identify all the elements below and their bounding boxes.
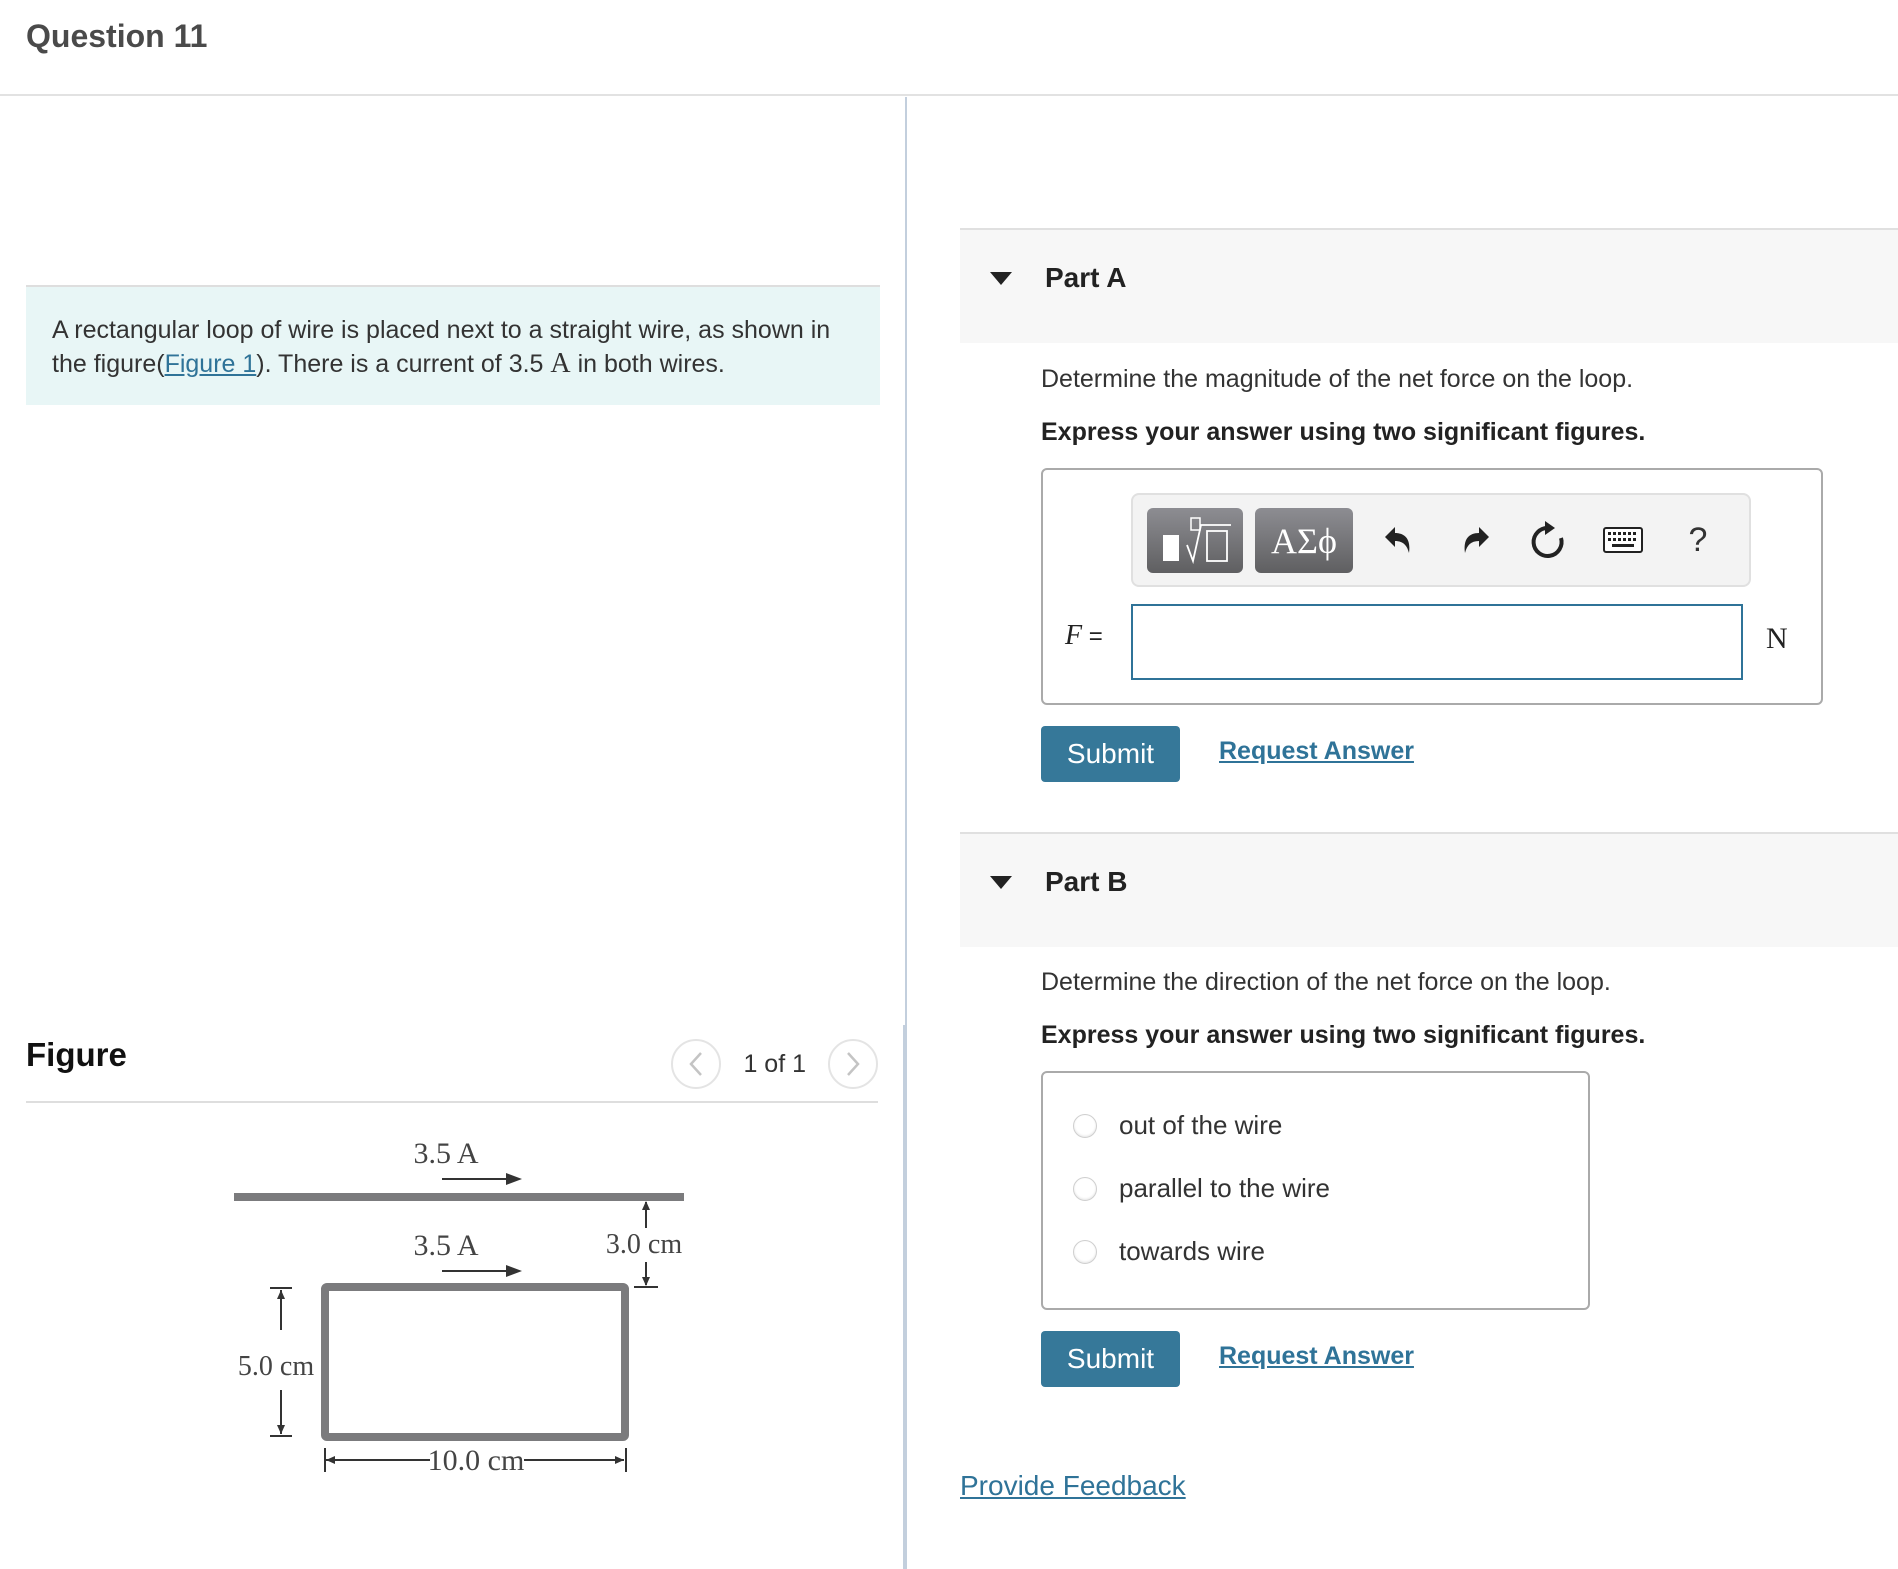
part-b-request-answer-link[interactable]: Request Answer bbox=[1219, 1342, 1414, 1370]
problem-text-3: in both wires. bbox=[570, 350, 725, 378]
part-b-header[interactable]: Part B bbox=[960, 832, 1898, 947]
variable-label: F = bbox=[1065, 620, 1103, 651]
unit-label: N bbox=[1766, 622, 1788, 655]
problem-statement: A rectangular loop of wire is placed nex… bbox=[26, 285, 880, 405]
part-b-prompt: Determine the direction of the net force… bbox=[1041, 968, 1611, 996]
math-toolbar: ΑΣϕ ? bbox=[1131, 493, 1751, 587]
wire-current-label: 3.5 A bbox=[413, 1137, 478, 1170]
loop-current-label: 3.5 A bbox=[413, 1229, 478, 1262]
part-a-title: Part A bbox=[1045, 262, 1127, 293]
part-b-submit-button[interactable]: Submit bbox=[1041, 1331, 1180, 1387]
radio-button[interactable] bbox=[1073, 1239, 1097, 1264]
direction-options: out of the wire parallel to the wire tow… bbox=[1041, 1071, 1590, 1310]
option-out-of-wire[interactable]: out of the wire bbox=[1073, 1110, 1282, 1141]
undo-icon bbox=[1385, 527, 1410, 553]
figure-count: 1 of 1 bbox=[743, 1049, 806, 1078]
caret-down-icon bbox=[990, 272, 1012, 285]
caret-down-icon bbox=[990, 876, 1012, 889]
redo-button[interactable] bbox=[1451, 515, 1501, 565]
radio-button[interactable] bbox=[1073, 1113, 1097, 1138]
undo-button[interactable] bbox=[1373, 515, 1423, 565]
answer-box: ΑΣϕ ? F = N bbox=[1041, 468, 1823, 705]
answer-input[interactable] bbox=[1131, 604, 1743, 680]
current-unit: A bbox=[550, 348, 571, 379]
redo-icon bbox=[1464, 527, 1489, 553]
width-label: 10.0 cm bbox=[428, 1444, 525, 1477]
option-parallel-to-wire[interactable]: parallel to the wire bbox=[1073, 1173, 1330, 1204]
chevron-left-icon bbox=[689, 1052, 703, 1076]
part-b-title: Part B bbox=[1045, 866, 1128, 897]
figure-header: Figure 1 of 1 bbox=[26, 1030, 878, 1103]
figure-title: Figure bbox=[26, 1036, 127, 1073]
help-button[interactable]: ? bbox=[1688, 520, 1708, 559]
panel-divider-lower[interactable] bbox=[903, 1025, 907, 1569]
figure-link[interactable]: Figure 1 bbox=[164, 350, 257, 378]
templates-button[interactable] bbox=[1147, 508, 1243, 573]
question-header: Question 11 bbox=[0, 0, 1898, 96]
figure-pager: 1 of 1 bbox=[671, 1039, 878, 1089]
part-a-header[interactable]: Part A bbox=[960, 228, 1898, 343]
figure-diagram: 3.5 A 3.5 A 3.0 cm 5.0 cm 10.0 cm bbox=[234, 1137, 684, 1477]
figure-prev-button[interactable] bbox=[671, 1039, 722, 1089]
reset-icon bbox=[1531, 521, 1564, 558]
part-a-prompt: Determine the magnitude of the net force… bbox=[1041, 365, 1634, 393]
provide-feedback-link[interactable]: Provide Feedback bbox=[960, 1470, 1186, 1501]
radio-button[interactable] bbox=[1073, 1176, 1097, 1201]
part-a-instruction: Express your answer using two significan… bbox=[1041, 418, 1646, 446]
question-title: Question 11 bbox=[26, 18, 208, 54]
part-b-instruction: Express your answer using two significan… bbox=[1041, 1021, 1646, 1049]
panel-divider[interactable] bbox=[905, 97, 907, 1569]
keyboard-icon bbox=[1603, 527, 1643, 553]
figure-next-button[interactable] bbox=[828, 1039, 878, 1089]
straight-wire bbox=[234, 1193, 684, 1201]
gap-label: 3.0 cm bbox=[606, 1229, 682, 1260]
templates-icon bbox=[1163, 516, 1231, 564]
chevron-right-icon bbox=[847, 1052, 860, 1076]
reset-button[interactable] bbox=[1523, 515, 1573, 565]
height-label: 5.0 cm bbox=[238, 1351, 314, 1382]
problem-text-2: ). There is a current of 3.5 bbox=[256, 350, 551, 378]
part-a-submit-button[interactable]: Submit bbox=[1041, 726, 1180, 782]
option-towards-wire[interactable]: towards wire bbox=[1073, 1236, 1265, 1267]
part-a-request-answer-link[interactable]: Request Answer bbox=[1219, 737, 1414, 765]
rectangular-loop bbox=[321, 1283, 629, 1441]
symbols-button[interactable]: ΑΣϕ bbox=[1255, 508, 1353, 573]
keyboard-button[interactable] bbox=[1598, 515, 1648, 565]
problem-text-1: A rectangular loop of wire is placed nex… bbox=[52, 316, 831, 378]
